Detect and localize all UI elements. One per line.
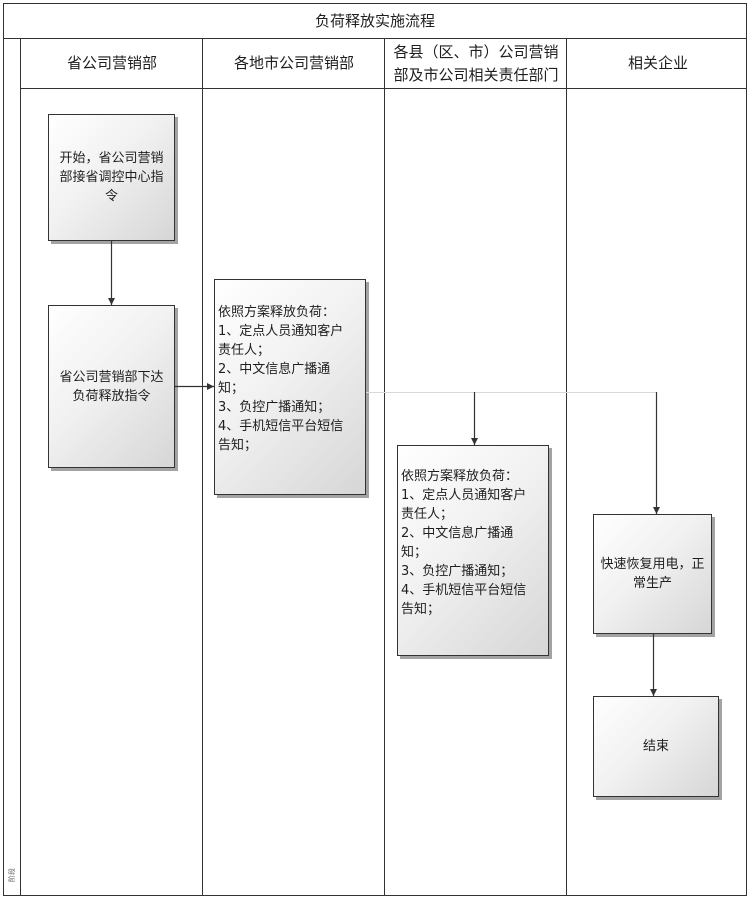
lane-header-line: 部及市公司相关责任部门: [393, 65, 559, 84]
lane-header-provincial-marketing: 省公司营销部: [21, 39, 203, 88]
process-node-end: 结束: [593, 696, 719, 797]
lane-header-city-marketing: 各地市公司营销部: [203, 39, 385, 88]
lane-header-line: 相关企业: [627, 54, 688, 72]
process-node-city-release: 依照方案释放负荷： 1、定点人员通知客户 责任人； 2、中文信息广播通 知； 3…: [214, 279, 366, 495]
node-text-line: 结束: [642, 739, 669, 754]
node-text-line: 依照方案释放负荷：: [401, 468, 519, 484]
lane-header-county-marketing: 各县（区、市）公司营销 部及市公司相关责任部门: [385, 39, 567, 88]
node-text-line: 2、中文信息广播通: [401, 525, 514, 541]
process-node-county-release: 依照方案释放负荷： 1、定点人员通知客户 责任人； 2、中文信息广播通 知； 3…: [397, 445, 549, 656]
node-text-line: 责任人；: [218, 343, 271, 358]
diagram-title: 负荷释放实施流程: [314, 12, 435, 30]
node-text-line: 告知；: [401, 601, 441, 617]
process-node-issue-order: 省公司营销部下达 负荷释放指令: [48, 305, 175, 468]
process-node-resume-power: 快速恢复用电，正 常生产: [593, 514, 712, 634]
node-text-line: 令: [104, 189, 118, 204]
lane-header-line: 省公司营销部: [66, 54, 157, 72]
node-text-line: 部接省调控中心指: [59, 170, 164, 185]
process-node-start: 开始，省公司营销 部接省调控中心指 令: [48, 114, 175, 241]
node-text-line: 负荷释放指令: [72, 388, 151, 404]
node-text-line: 快速恢复用电，正: [600, 557, 705, 572]
phase-label-text: 阶段: [8, 868, 16, 882]
node-text-line: 知；: [218, 381, 245, 396]
phase-label: 阶段: [4, 856, 20, 894]
lane-header-line: 各地市公司营销部: [233, 54, 354, 72]
node-text-line: 开始，省公司营销: [59, 151, 164, 166]
lane-header-line: 各县（区、市）公司营销: [393, 42, 559, 61]
node-text-line: 1、定点人员通知客户: [401, 487, 527, 503]
node-text-line: 4、手机短信平台短信: [401, 582, 527, 598]
node-text-line: 省公司营销部下达: [59, 369, 164, 385]
node-text-line: 2、中文信息广播通: [218, 362, 331, 377]
node-text-line: 责任人；: [401, 506, 454, 522]
node-text-line: 依照方案释放负荷：: [218, 305, 336, 320]
node-text-line: 告知；: [218, 438, 258, 453]
node-text-line: 3、负控广播通知；: [218, 400, 331, 415]
node-text-line: 1、定点人员通知客户: [218, 324, 344, 339]
node-text-line: 4、手机短信平台短信: [218, 419, 344, 434]
node-text-line: 知；: [401, 544, 428, 560]
lane-header-related-enterprises: 相关企业: [567, 39, 749, 88]
node-text-line: 常生产: [632, 576, 672, 591]
node-text-line: 3、负控广播通知；: [401, 563, 514, 579]
